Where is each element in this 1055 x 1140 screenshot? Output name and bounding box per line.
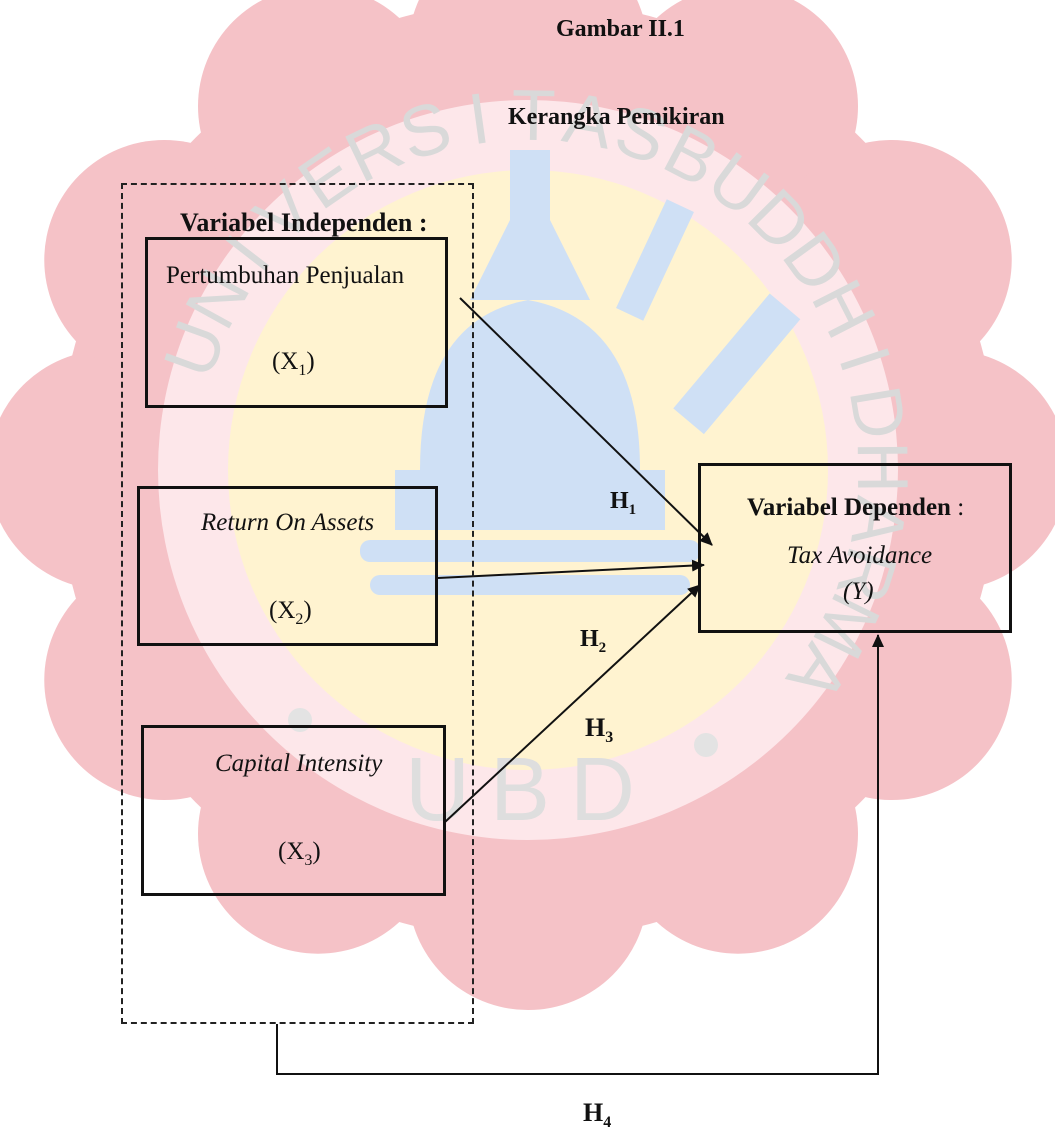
- logo-ring-letter: T: [511, 76, 556, 157]
- dependent-variable-box: Variabel Dependen : Tax Avoidance (Y): [698, 463, 1012, 633]
- variable-box-x2: Return On Assets (X2): [137, 486, 438, 646]
- logo-ring-letter: A: [835, 492, 921, 551]
- logo-ring-letter: D: [834, 381, 921, 445]
- logo-stupa: [360, 150, 801, 595]
- logo-ring-letter: H: [842, 441, 922, 494]
- logo-dot-right: [694, 733, 718, 757]
- variable-x1-name: Pertumbuhan Penjualan: [166, 262, 405, 289]
- hypothesis-label-h3: H3: [585, 713, 614, 747]
- variable-x2-symbol: (X2): [269, 597, 312, 628]
- variable-x3-name: Capital Intensity: [215, 750, 383, 777]
- hypothesis-label-h4: H4: [583, 1098, 612, 1132]
- arrow-h2: [437, 559, 705, 579]
- variable-x3-symbol: (X3): [278, 838, 321, 869]
- variable-x2-name: Return On Assets: [201, 509, 375, 536]
- arrow-h4: [276, 634, 884, 1075]
- independent-group-label: Variabel Independen :: [180, 208, 428, 237]
- figure-number: Gambar II.1: [556, 16, 685, 42]
- hypothesis-label-h2: H2: [580, 626, 607, 656]
- hypothesis-label-h1: H1: [610, 488, 637, 518]
- arrow-h1: [459, 297, 713, 546]
- variable-x1-symbol: (X1): [272, 348, 315, 379]
- arrow-h3: [444, 584, 701, 823]
- independent-group: [121, 183, 474, 1024]
- dependent-label: Variabel Dependen :: [747, 494, 965, 521]
- variable-box-x3: Capital Intensity (X3): [141, 725, 446, 896]
- figure-title: Kerangka Pemikiran: [508, 104, 725, 130]
- dependent-name: Tax Avoidance: [787, 542, 933, 569]
- variable-box-x1: Pertumbuhan Penjualan (X1): [145, 237, 448, 408]
- dependent-symbol: (Y): [843, 578, 874, 605]
